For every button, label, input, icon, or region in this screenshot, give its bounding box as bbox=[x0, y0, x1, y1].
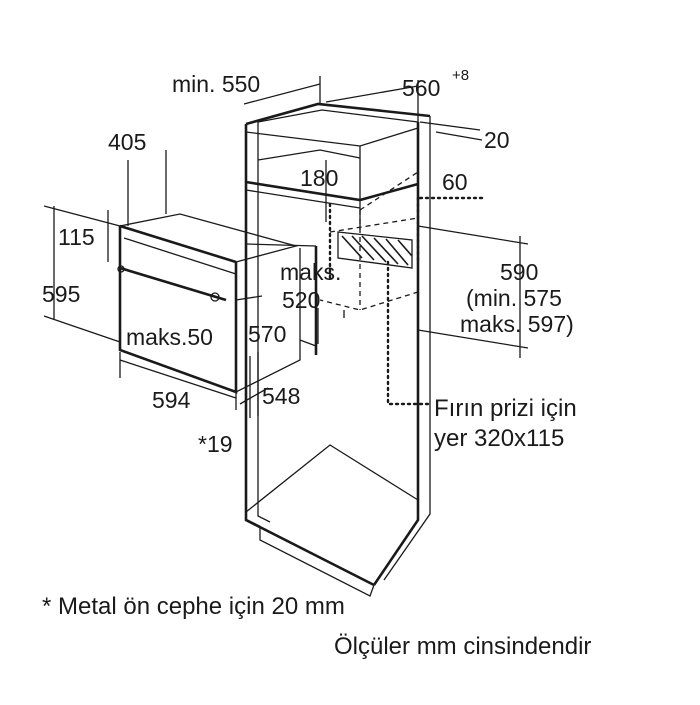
socket-note-line2: yer 320x115 bbox=[434, 425, 564, 452]
socket-recess bbox=[337, 231, 413, 269]
dim-line-width bbox=[325, 85, 419, 103]
oven-front-top bbox=[119, 224, 237, 264]
oven-side-face bbox=[235, 248, 301, 394]
label-cutout-height-min: (min. 575 bbox=[466, 285, 562, 311]
shelf-lower-edge bbox=[245, 189, 361, 209]
label-oven-recess-max: maks.50 bbox=[126, 324, 213, 350]
dim-line-recess bbox=[235, 295, 263, 301]
label-cutout-depth-max-word: maks. bbox=[280, 259, 341, 285]
plinth bbox=[259, 527, 375, 597]
dim-line-body-width bbox=[239, 387, 269, 405]
label-cabinet-depth-min: min. 550 bbox=[172, 71, 260, 97]
label-cabinet-width-tolerance: +8 bbox=[452, 67, 469, 84]
handle-end-left bbox=[117, 265, 125, 273]
label-front-thickness: *19 bbox=[198, 431, 233, 457]
dim-line-oven-top bbox=[43, 205, 121, 227]
cabinet-top-outline bbox=[245, 102, 431, 126]
upper-shelf-top bbox=[245, 127, 419, 147]
label-shelf-height: 180 bbox=[300, 165, 338, 191]
dim-line-depth bbox=[243, 83, 321, 105]
socket-dotted-leader bbox=[386, 260, 434, 406]
socket-recess-hatching bbox=[341, 235, 413, 266]
dim-line-oven-bottom bbox=[43, 315, 121, 343]
oven-panel-line bbox=[123, 237, 237, 275]
dim-line-body-depth bbox=[299, 339, 317, 347]
footnotes: * Metal ön cephe için 20 mm Ölçüler mm c… bbox=[42, 593, 591, 660]
oven-top-face bbox=[119, 213, 299, 263]
cabinet-top-inner bbox=[257, 109, 419, 123]
label-cutout-height: 590 bbox=[500, 259, 538, 285]
label-cutout-depth-max-value: 520 bbox=[282, 287, 320, 313]
oven-front-face bbox=[118, 226, 238, 394]
dimension-lines bbox=[43, 76, 529, 410]
label-oven-width: 594 bbox=[152, 387, 191, 413]
label-oven-height: 595 bbox=[42, 281, 80, 307]
dim-line-cutout-top bbox=[417, 225, 529, 245]
oven-handle bbox=[119, 266, 227, 302]
handle-end-right bbox=[210, 292, 220, 302]
cutout-dashed-outline bbox=[319, 170, 419, 311]
label-socket-offset: 60 bbox=[442, 169, 468, 195]
dim-line-thickness bbox=[419, 121, 481, 131]
label-cutout-height-max: maks. 597) bbox=[460, 311, 574, 337]
socket-note: Fırın prizi için yer 320x115 bbox=[434, 395, 577, 452]
footnote-metal-front: * Metal ön cephe için 20 mm bbox=[42, 593, 345, 620]
cabinet-bottom-front bbox=[245, 518, 375, 587]
cavity-top-edge bbox=[245, 243, 317, 247]
cabinet-left-inner-edge bbox=[257, 122, 271, 523]
label-panel-thickness: 20 bbox=[484, 127, 510, 153]
socket-indicator bbox=[328, 196, 486, 406]
bottom-floor bbox=[245, 444, 419, 513]
label-oven-panel-height: 115 bbox=[58, 224, 95, 250]
cabinet-right-front-edge bbox=[372, 122, 420, 586]
footnote-units: Ölçüler mm cinsindendir bbox=[334, 633, 591, 660]
label-cabinet-width: 560 bbox=[402, 75, 440, 101]
socket-note-line1: Fırın prizi için bbox=[434, 395, 577, 422]
dim-line-oven-width bbox=[119, 359, 237, 399]
oven bbox=[117, 213, 301, 418]
cabinet-right-back-edge bbox=[383, 116, 431, 581]
upper-shelf-back bbox=[257, 149, 361, 161]
dim-line-cutout-bottom bbox=[417, 329, 529, 349]
label-oven-body-width: 548 bbox=[262, 383, 300, 409]
cutout-dashed-mid bbox=[329, 217, 419, 233]
label-oven-body-depth: 570 bbox=[248, 321, 286, 347]
dimension-labels: min. 550 560 +8 20 180 60 590 (min. 575 … bbox=[42, 67, 574, 457]
label-oven-depth: 405 bbox=[108, 129, 146, 155]
